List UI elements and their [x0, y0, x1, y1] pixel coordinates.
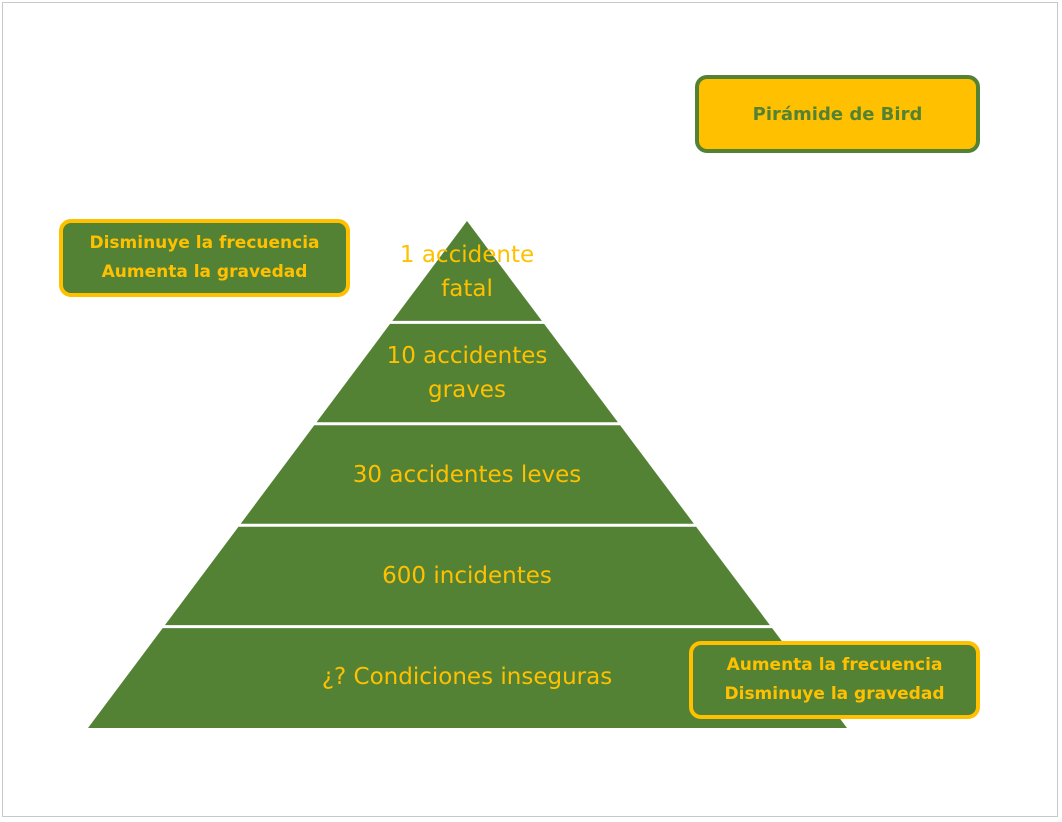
pyramid-level-1-label: 1 accidente fatal	[399, 241, 535, 302]
pyramid-level-4-label: 600 incidentes	[382, 562, 552, 589]
note-bottom-text: Aumenta la frecuencia Disminuye la grave…	[724, 655, 945, 704]
pyramid-level-1	[392, 221, 542, 321]
pyramid-level-2-label: 10 accidentes graves	[386, 343, 548, 404]
note-top-text: Disminuye la frecuencia Aumenta la grave…	[89, 233, 320, 282]
pyramid-level-5	[88, 628, 847, 728]
title-text: Pirámide de Bird	[752, 103, 923, 125]
note-frequency-increases: Aumenta la frecuencia Disminuye la grave…	[689, 641, 980, 719]
title-box: Pirámide de Bird	[695, 75, 980, 153]
note-frequency-decreases: Disminuye la frecuencia Aumenta la grave…	[59, 219, 350, 297]
pyramid-level-3	[240, 425, 694, 524]
pyramid-level-4	[164, 526, 770, 626]
pyramid-level-5-label: ¿? Condiciones inseguras	[321, 664, 613, 691]
pyramid-level-2	[316, 323, 618, 423]
pyramid-level-3-label: 30 accidentes leves	[352, 461, 582, 488]
